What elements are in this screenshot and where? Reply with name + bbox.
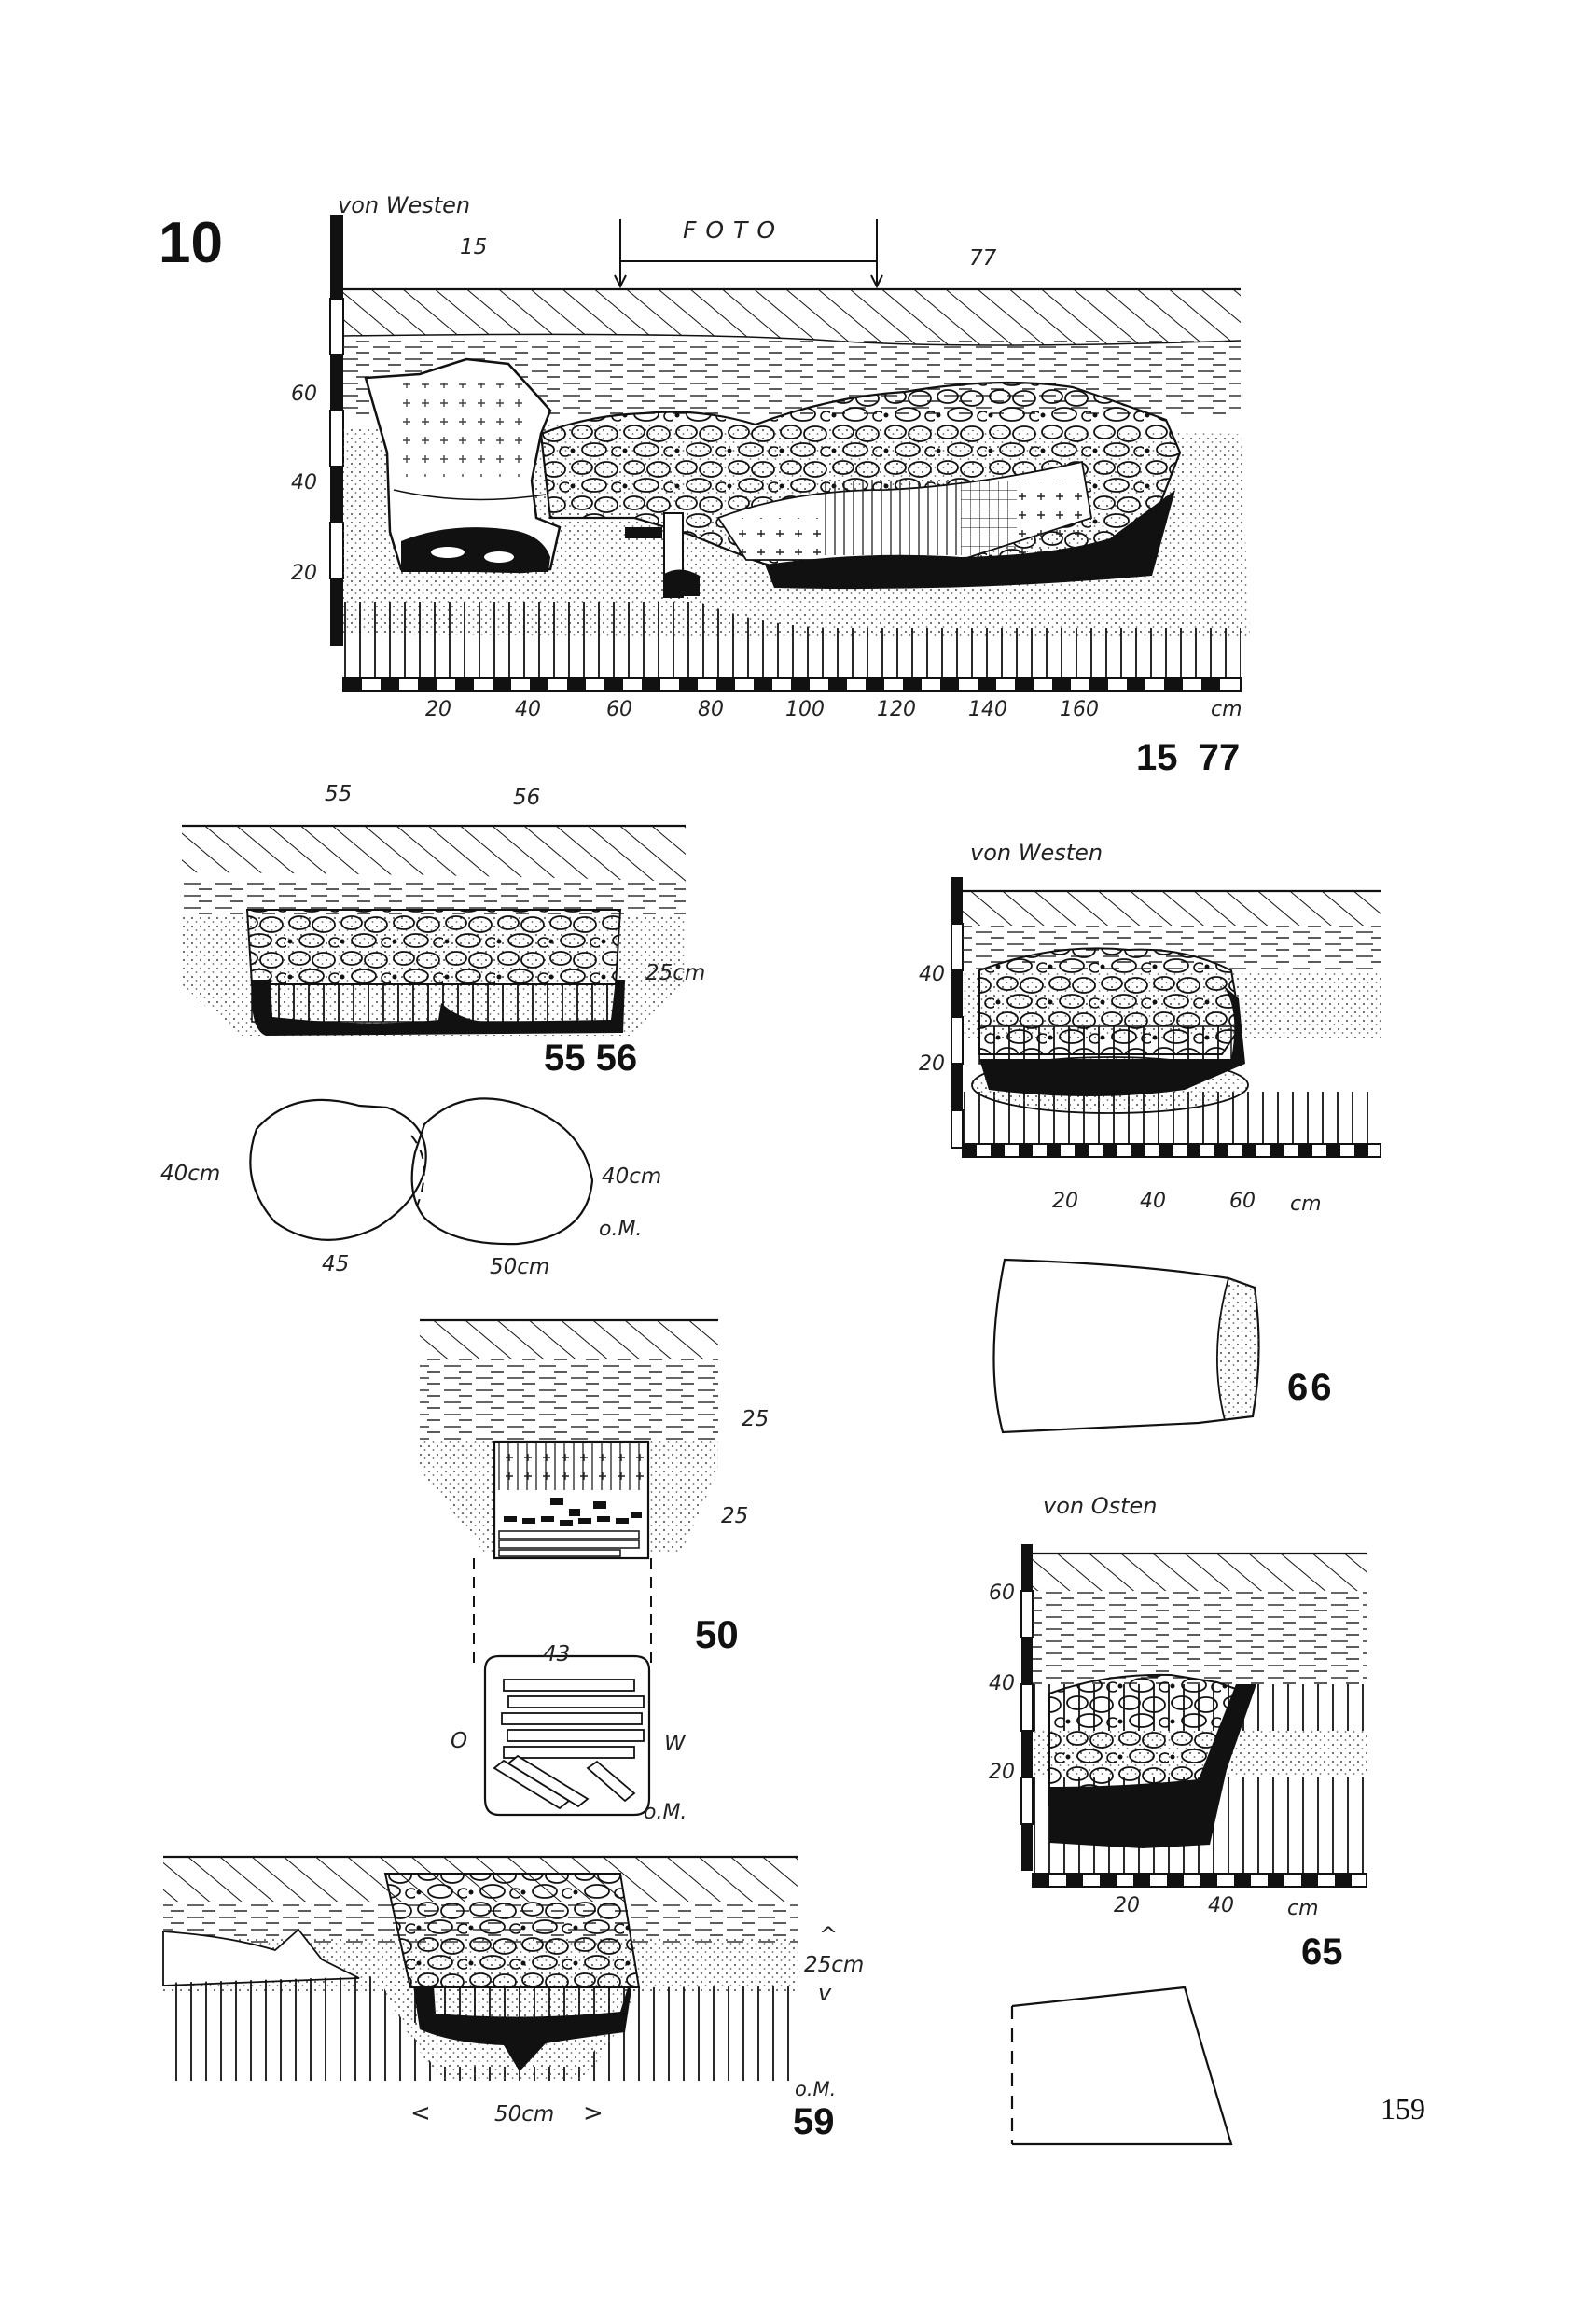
fig-15-77-id: 15 77 [1136, 737, 1241, 778]
section-drawing-65 [1020, 1544, 1367, 1888]
fig-59-depth-up-arrow: ^ [819, 1922, 839, 1948]
fig-50-plan-top: 43 [543, 1642, 571, 1666]
fig-15-77-unit: cm [1211, 698, 1242, 721]
fig-66-vscale-20: 20 [919, 1052, 945, 1076]
fig-55-56-depth: 25cm [645, 961, 706, 985]
fig-59-width-right-arrow: > [583, 2099, 604, 2127]
fig-15-77-label-77: 77 [969, 246, 997, 271]
plan-drawing-50 [473, 1577, 652, 1817]
fig-15-77-hscale-60: 60 [606, 698, 632, 721]
fig-15-77-hscale-20: 20 [425, 698, 451, 721]
fig-15-77-hscale-160: 160 [1060, 698, 1099, 721]
fig-15-77-vscale-40: 40 [291, 471, 317, 495]
fig-15-77-vscale-20: 20 [291, 562, 317, 585]
fig-65-vscale-40: 40 [989, 1672, 1015, 1695]
fig-65-hscale-20: 20 [1114, 1894, 1140, 1917]
fig-66-hscale-20: 20 [1052, 1190, 1078, 1213]
fig-59-depth-down-arrow: v [818, 1980, 832, 2006]
fig-66-id: 66 [1287, 1367, 1335, 1408]
fig-50-depth-1: 25 [742, 1407, 770, 1431]
fig-55-56-om: o.M. [599, 1218, 643, 1241]
fig-50-depth-2: 25 [721, 1504, 749, 1528]
fig-50-id: 50 [695, 1612, 739, 1656]
fig-66-view-label: von Westen [970, 840, 1103, 866]
fig-50-om: o.M. [644, 1801, 687, 1824]
fig-66-unit: cm [1290, 1192, 1322, 1216]
fig-65-vscale-60: 60 [989, 1582, 1015, 1605]
fig-65-hscale-40: 40 [1208, 1894, 1234, 1917]
plan-drawing-65 [1010, 1986, 1233, 2146]
page-number: 159 [1381, 2092, 1425, 2126]
fig-15-77-foto-label: FOTO [683, 216, 785, 244]
fig-50-plan-right: W [664, 1732, 686, 1756]
plate-number: 10 [159, 211, 223, 275]
fig-55-56-id: 55 56 [544, 1038, 638, 1079]
section-drawing-50 [420, 1318, 718, 1582]
fig-15-77-hscale-80: 80 [698, 698, 724, 721]
fig-50-plan-left: O [451, 1729, 468, 1753]
plan-drawing-55-56 [249, 1097, 594, 1246]
fig-15-77-view-label: von Westen [338, 192, 471, 218]
section-drawing-15-77 [329, 215, 1250, 692]
fig-66-vscale-40: 40 [919, 963, 945, 986]
fig-55-56-plan-right: 40cm [602, 1164, 662, 1189]
fig-65-id: 65 [1301, 1931, 1343, 1972]
fig-15-77-hscale-100: 100 [785, 698, 825, 721]
fig-59-width-left-arrow: < [410, 2099, 431, 2127]
fig-55-56-label-56: 56 [513, 786, 541, 810]
fig-15-77-vscale-60: 60 [291, 383, 317, 406]
fig-59-id: 59 [793, 2101, 835, 2142]
fig-15-77-hscale-120: 120 [877, 698, 916, 721]
fig-65-view-label: von Osten [1043, 1493, 1158, 1519]
fig-55-56-plan-bottom-right: 50cm [490, 1255, 550, 1279]
section-drawing-59 [162, 1855, 798, 2081]
fig-65-unit: cm [1287, 1897, 1319, 1920]
fig-15-77-label-15: 15 [460, 235, 488, 259]
fig-55-56-plan-bottom-left: 45 [322, 1252, 350, 1276]
fig-15-77-hscale-140: 140 [968, 698, 1007, 721]
section-drawing-66 [951, 877, 1381, 1158]
fig-59-width: 50cm [494, 2102, 555, 2126]
fig-66-hscale-40: 40 [1140, 1190, 1166, 1213]
plan-drawing-66 [992, 1258, 1260, 1434]
fig-59-depth: 25cm [804, 1953, 865, 1977]
fig-66-hscale-60: 60 [1229, 1190, 1256, 1213]
fig-55-56-plan-left: 40cm [160, 1162, 221, 1186]
section-drawing-55-56 [182, 824, 686, 1036]
fig-55-56-label-55: 55 [325, 782, 353, 806]
fig-59-om: o.M. [795, 2078, 837, 2100]
fig-65-vscale-20: 20 [989, 1761, 1015, 1784]
fig-15-77-hscale-40: 40 [515, 698, 541, 721]
